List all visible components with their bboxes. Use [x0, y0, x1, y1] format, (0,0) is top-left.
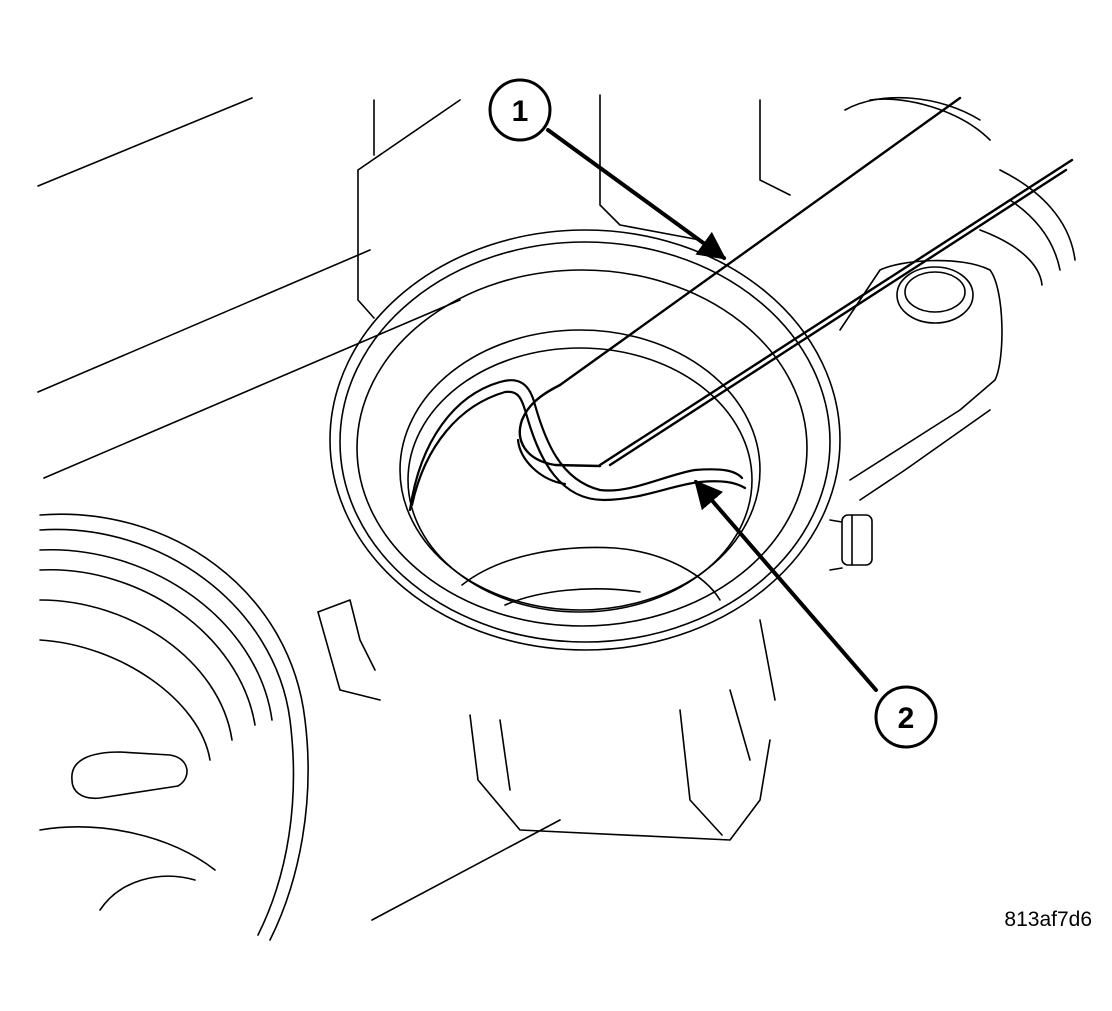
callout-1-circle: [488, 78, 552, 142]
oil-seal: [408, 379, 747, 512]
callout-2: 2: [874, 685, 938, 749]
callout-2-label: 2: [898, 702, 915, 735]
lower-housing: [317, 599, 776, 841]
callout-2-leader: [694, 479, 878, 692]
callout-2-circle: [874, 685, 938, 749]
seal-removal-tool: [518, 96, 1074, 468]
upper-housing: [357, 94, 1076, 319]
callout-1-label: 1: [512, 95, 529, 128]
housing-bore: [329, 229, 841, 651]
figure-identifier: 813af7d6: [1004, 908, 1092, 931]
callout-1-leader: [546, 128, 727, 260]
callout-1: 1: [488, 78, 552, 142]
callout-leaders: [546, 128, 878, 692]
left-pulley: [39, 513, 309, 941]
grease-fitting: [829, 514, 873, 571]
mounting-lug: [839, 259, 1003, 501]
background-panel-lines: [37, 97, 561, 921]
